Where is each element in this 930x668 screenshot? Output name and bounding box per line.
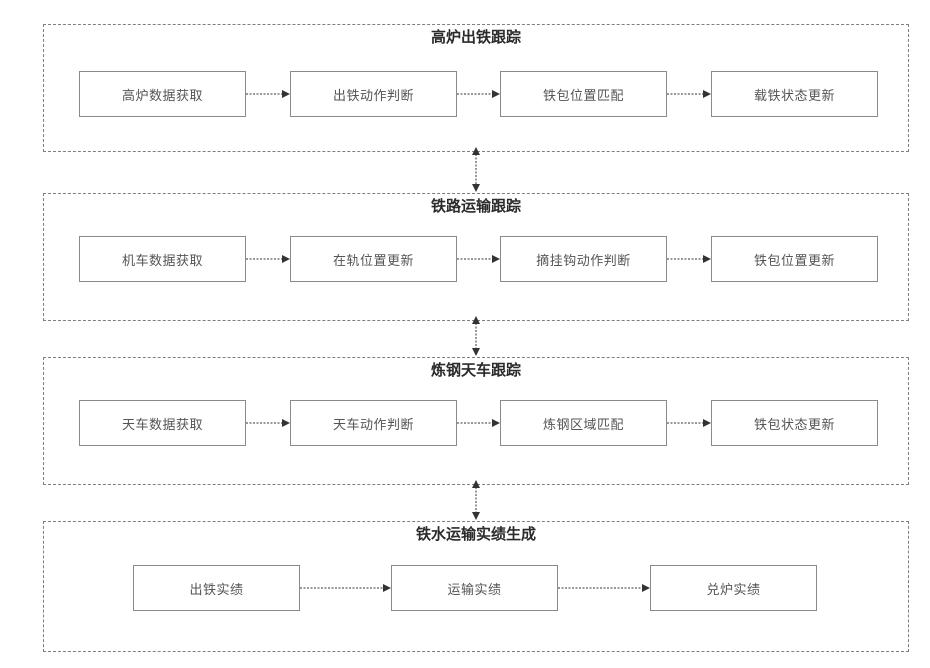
step-box: 运输实绩 bbox=[391, 565, 558, 611]
step-box: 摘挂钩动作判断 bbox=[500, 236, 667, 282]
group-title: 铁路运输跟踪 bbox=[44, 196, 908, 216]
step-box: 铁包位置匹配 bbox=[500, 71, 667, 117]
step-box: 铁包状态更新 bbox=[711, 400, 878, 446]
step-box: 出铁动作判断 bbox=[290, 71, 457, 117]
group-title: 高炉出铁跟踪 bbox=[44, 27, 908, 47]
step-box: 兑炉实绩 bbox=[650, 565, 817, 611]
step-box: 载铁状态更新 bbox=[711, 71, 878, 117]
step-box: 天车动作判断 bbox=[290, 400, 457, 446]
step-box: 铁包位置更新 bbox=[711, 236, 878, 282]
group-title: 炼钢天车跟踪 bbox=[44, 360, 908, 380]
step-box: 在轨位置更新 bbox=[290, 236, 457, 282]
step-box: 炼钢区域匹配 bbox=[500, 400, 667, 446]
step-box: 高炉数据获取 bbox=[79, 71, 246, 117]
group-title: 铁水运输实绩生成 bbox=[44, 524, 908, 544]
step-box: 天车数据获取 bbox=[79, 400, 246, 446]
step-box: 出铁实绩 bbox=[133, 565, 300, 611]
step-box: 机车数据获取 bbox=[79, 236, 246, 282]
